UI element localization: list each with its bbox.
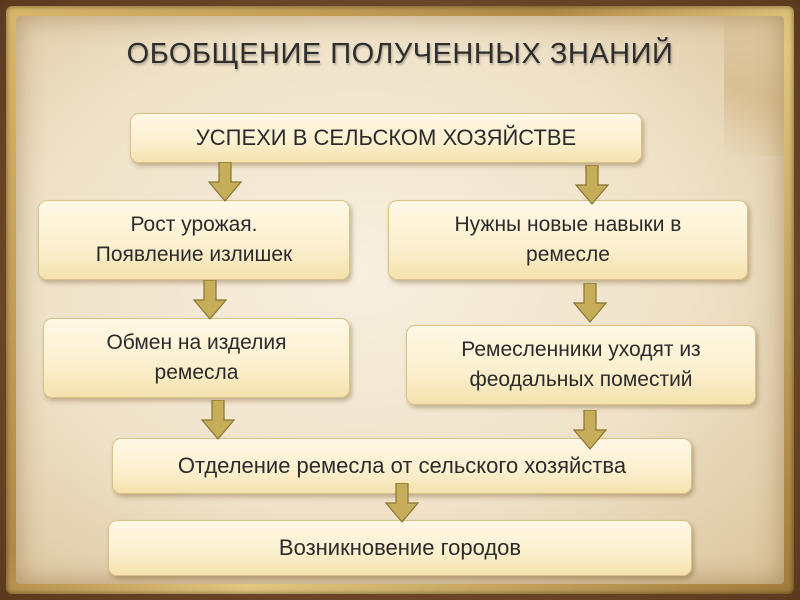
node-cities: Возникновение городов [108, 520, 692, 576]
arrow-down-icon [201, 400, 235, 440]
node-skills-label: Нужны новые навыки в ремесле [454, 212, 682, 266]
node-success-label: УСПЕХИ В СЕЛЬСКОМ ХОЗЯЙСТВЕ [195, 125, 577, 151]
arrow-down-icon [208, 162, 242, 202]
arrow-down-icon [193, 280, 227, 320]
node-harvest-label: Рост урожая. Появление излишек [95, 212, 293, 266]
node-artisans-label: Ремесленники уходят из феодальных помест… [461, 337, 701, 391]
node-success: УСПЕХИ В СЕЛЬСКОМ ХОЗЯЙСТВЕ [130, 113, 642, 163]
node-harvest: Рост урожая. Появление излишек [38, 200, 350, 280]
node-separation-label: Отделение ремесла от сельского хозяйства [177, 453, 627, 479]
page-title: ОБОБЩЕНИЕ ПОЛУЧЕННЫХ ЗНАНИЙ [126, 38, 674, 70]
node-artisans: Ремесленники уходят из феодальных помест… [406, 325, 756, 405]
page-curl [724, 16, 784, 156]
node-exchange: Обмен на изделия ремесла [43, 318, 350, 398]
arrow-down-icon [575, 165, 609, 205]
arrow-down-icon [385, 483, 419, 523]
arrow-down-icon [573, 283, 607, 323]
node-skills: Нужны новые навыки в ремесле [388, 200, 748, 280]
node-cities-label: Возникновение городов [278, 535, 522, 561]
arrow-down-icon [573, 410, 607, 450]
node-exchange-label: Обмен на изделия ремесла [106, 330, 287, 384]
